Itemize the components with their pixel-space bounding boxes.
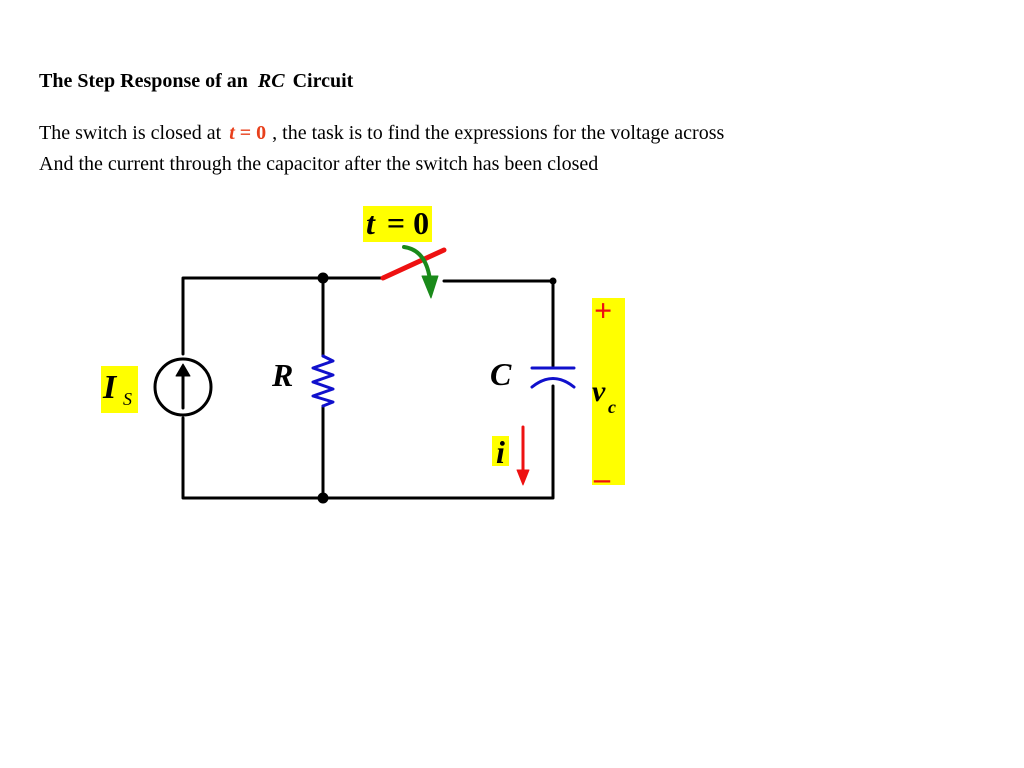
junction-dot-top	[317, 272, 329, 284]
voltage-plus: +	[594, 292, 613, 328]
resistor-icon	[311, 354, 335, 408]
title-emphasis: RC	[257, 70, 285, 92]
voltage-symbol: v	[592, 375, 606, 408]
switch-time-label: t= 0	[363, 206, 433, 242]
capacitor-label: C	[490, 356, 512, 392]
capacitor-bottom-plate-icon	[530, 377, 576, 389]
voltage-minus: –	[594, 460, 610, 496]
line1-before: The switch is closed at	[39, 122, 222, 144]
title-suffix: Circuit	[292, 70, 354, 92]
wire-left-bottom	[181, 384, 555, 500]
voltage-highlight	[592, 298, 625, 485]
junction-dot-right	[549, 277, 557, 285]
switch-time-inline: t = 0	[229, 122, 267, 144]
voltage-subscript: c	[608, 397, 616, 417]
switch-closing-arrow-icon	[402, 245, 432, 282]
slide-title: The Step Response of an RC Circuit	[39, 70, 353, 93]
current-source-icon	[153, 357, 213, 417]
wire-left-top	[181, 276, 385, 356]
line1-after: , the task is to find the expressions fo…	[272, 122, 725, 144]
description-line-1: The switch is closed at t = 0, the task i…	[39, 118, 724, 149]
title-prefix: The Step Response of an	[39, 70, 248, 92]
current-label: i	[492, 436, 509, 468]
junction-dot-bottom	[317, 492, 329, 504]
switch-blade-icon	[380, 247, 447, 281]
resistor-label: R	[272, 357, 294, 393]
wire-right-top	[442, 279, 555, 368]
source-label: I S	[101, 366, 138, 413]
description-text: The switch is closed at t = 0, the task i…	[39, 118, 724, 180]
description-line-2: And the current through the capacitor af…	[39, 153, 599, 175]
